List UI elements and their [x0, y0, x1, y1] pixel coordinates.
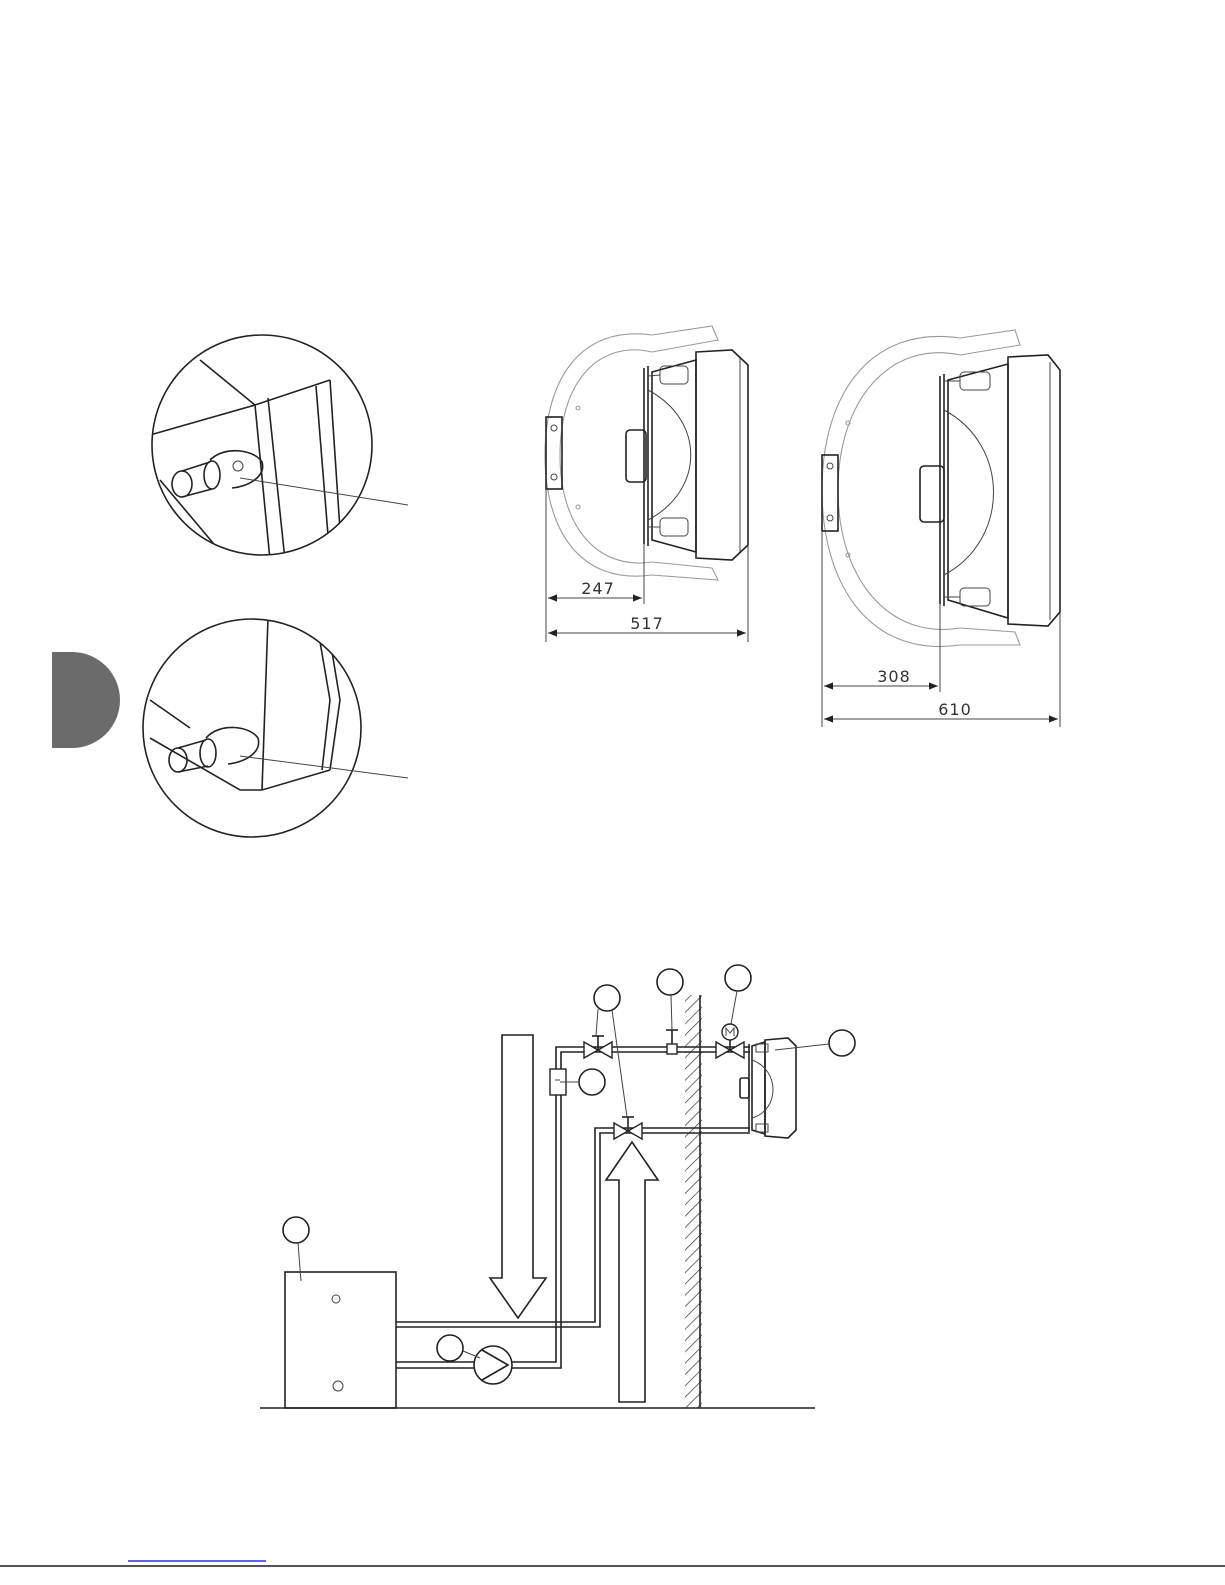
- shutoff-valve-return: [614, 1117, 642, 1139]
- callout-air-separator: [579, 1069, 605, 1095]
- callout-motor-valve: [725, 965, 751, 991]
- boiler: [285, 1272, 396, 1408]
- flow-arrow-up: [606, 1142, 658, 1402]
- dim-small-inner: 247: [581, 579, 615, 598]
- callout-heater: [829, 1030, 855, 1056]
- callout-sensor: [657, 969, 683, 995]
- heater-unit: [740, 1038, 796, 1138]
- dim-large-total: 610: [938, 700, 972, 719]
- side-view-large-unit: [822, 330, 1060, 647]
- dim-large-inner: 308: [877, 667, 911, 686]
- pipe-fitting-bottom: [169, 727, 259, 772]
- callout-boiler: [283, 1217, 309, 1243]
- dim-small-total: 517: [630, 614, 664, 633]
- flow-arrow-down: [490, 1035, 546, 1318]
- callout-shutoff-valves: [594, 985, 620, 1011]
- circulation-pump: [474, 1346, 512, 1384]
- shutoff-valve-supply: [584, 1036, 612, 1058]
- temperature-sensor: [666, 1030, 678, 1054]
- section-tab: [52, 652, 120, 748]
- side-view-small-unit: [545, 326, 748, 580]
- dimensions-small-unit: 247 517: [546, 489, 748, 642]
- pipe-fitting-top: [172, 451, 263, 497]
- callout-balloons: [283, 965, 855, 1361]
- callout-pump: [437, 1335, 463, 1361]
- detail-top-connection: [150, 335, 408, 575]
- detail-bottom-connection: [143, 618, 408, 837]
- motorized-valve: [716, 1024, 744, 1058]
- hydraulic-schematic: [260, 965, 855, 1408]
